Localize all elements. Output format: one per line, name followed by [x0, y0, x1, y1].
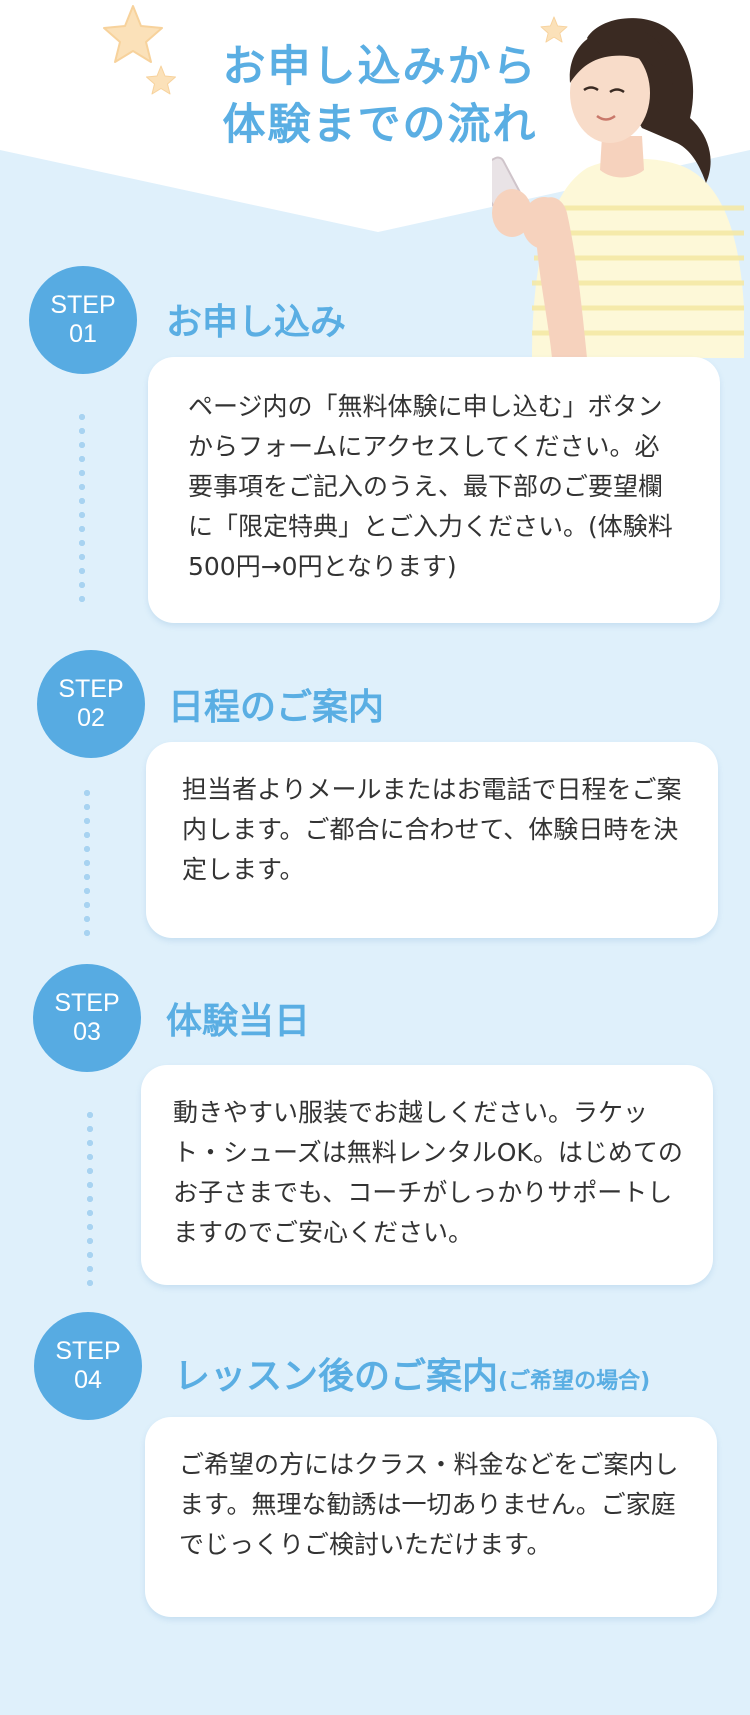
woman-with-phone-illustration	[492, 18, 744, 358]
step-number: 04	[74, 1366, 102, 1394]
step-subtitle: (ご希望の場合)	[498, 1369, 651, 1394]
step-title-text: レッスン後のご案内	[174, 1356, 499, 1397]
dotted-connector	[79, 410, 85, 606]
header-background	[0, 0, 750, 232]
step-title-01: お申し込み	[166, 293, 346, 345]
dotted-connector	[87, 1108, 93, 1288]
step-body: 動きやすい服装でお越しください。ラケット・シューズは無料レンタルOK。はじめての…	[173, 1098, 683, 1247]
step-title-text: お申し込み	[166, 302, 347, 343]
step-badge-03: STEP 03	[33, 964, 141, 1072]
star-icon	[103, 5, 163, 63]
step-title-04: レッスン後のご案内(ご希望の場合)	[174, 1347, 650, 1399]
step-number: 03	[73, 1018, 101, 1046]
step-number: 02	[77, 704, 105, 732]
step-title-text: 体験当日	[166, 1001, 311, 1042]
step-badge-01: STEP 01	[29, 266, 137, 374]
page-title: お申し込みから 体験までの流れ	[170, 38, 590, 154]
page-title-line2: 体験までの流れ	[222, 100, 538, 150]
step-title-02: 日程のご案内	[168, 678, 384, 730]
step-badge-04: STEP 04	[34, 1312, 142, 1420]
step-body: ページ内の「無料体験に申し込む」ボタンからフォームにアクセスしてください。必要事…	[188, 392, 673, 581]
step-body: 担当者よりメールまたはお電話で日程をご案内します。ご都合に合わせて、体験日時を決…	[182, 775, 682, 884]
page-title-line1: お申し込みから	[222, 42, 538, 92]
dotted-connector	[84, 786, 90, 938]
step-number: 01	[69, 320, 97, 348]
star-icon	[146, 65, 176, 95]
step-card-03: 動きやすい服装でお越しください。ラケット・シューズは無料レンタルOK。はじめての…	[141, 1065, 713, 1285]
step-card-02: 担当者よりメールまたはお電話で日程をご案内します。ご都合に合わせて、体験日時を決…	[146, 742, 718, 938]
step-label: STEP	[58, 675, 124, 703]
step-title-text: 日程のご案内	[168, 687, 385, 728]
step-badge-02: STEP 02	[37, 650, 145, 758]
step-title-03: 体験当日	[166, 992, 310, 1044]
step-label: STEP	[50, 291, 116, 319]
star-icon	[540, 16, 568, 43]
step-body: ご希望の方にはクラス・料金などをご案内します。無理な勧誘は一切ありません。ご家庭…	[179, 1450, 679, 1559]
step-label: STEP	[55, 1337, 121, 1365]
header: お申し込みから 体験までの流れ	[0, 0, 750, 240]
step-card-01: ページ内の「無料体験に申し込む」ボタンからフォームにアクセスしてください。必要事…	[148, 357, 720, 623]
step-label: STEP	[54, 989, 120, 1017]
step-card-04: ご希望の方にはクラス・料金などをご案内します。無理な勧誘は一切ありません。ご家庭…	[145, 1417, 717, 1617]
